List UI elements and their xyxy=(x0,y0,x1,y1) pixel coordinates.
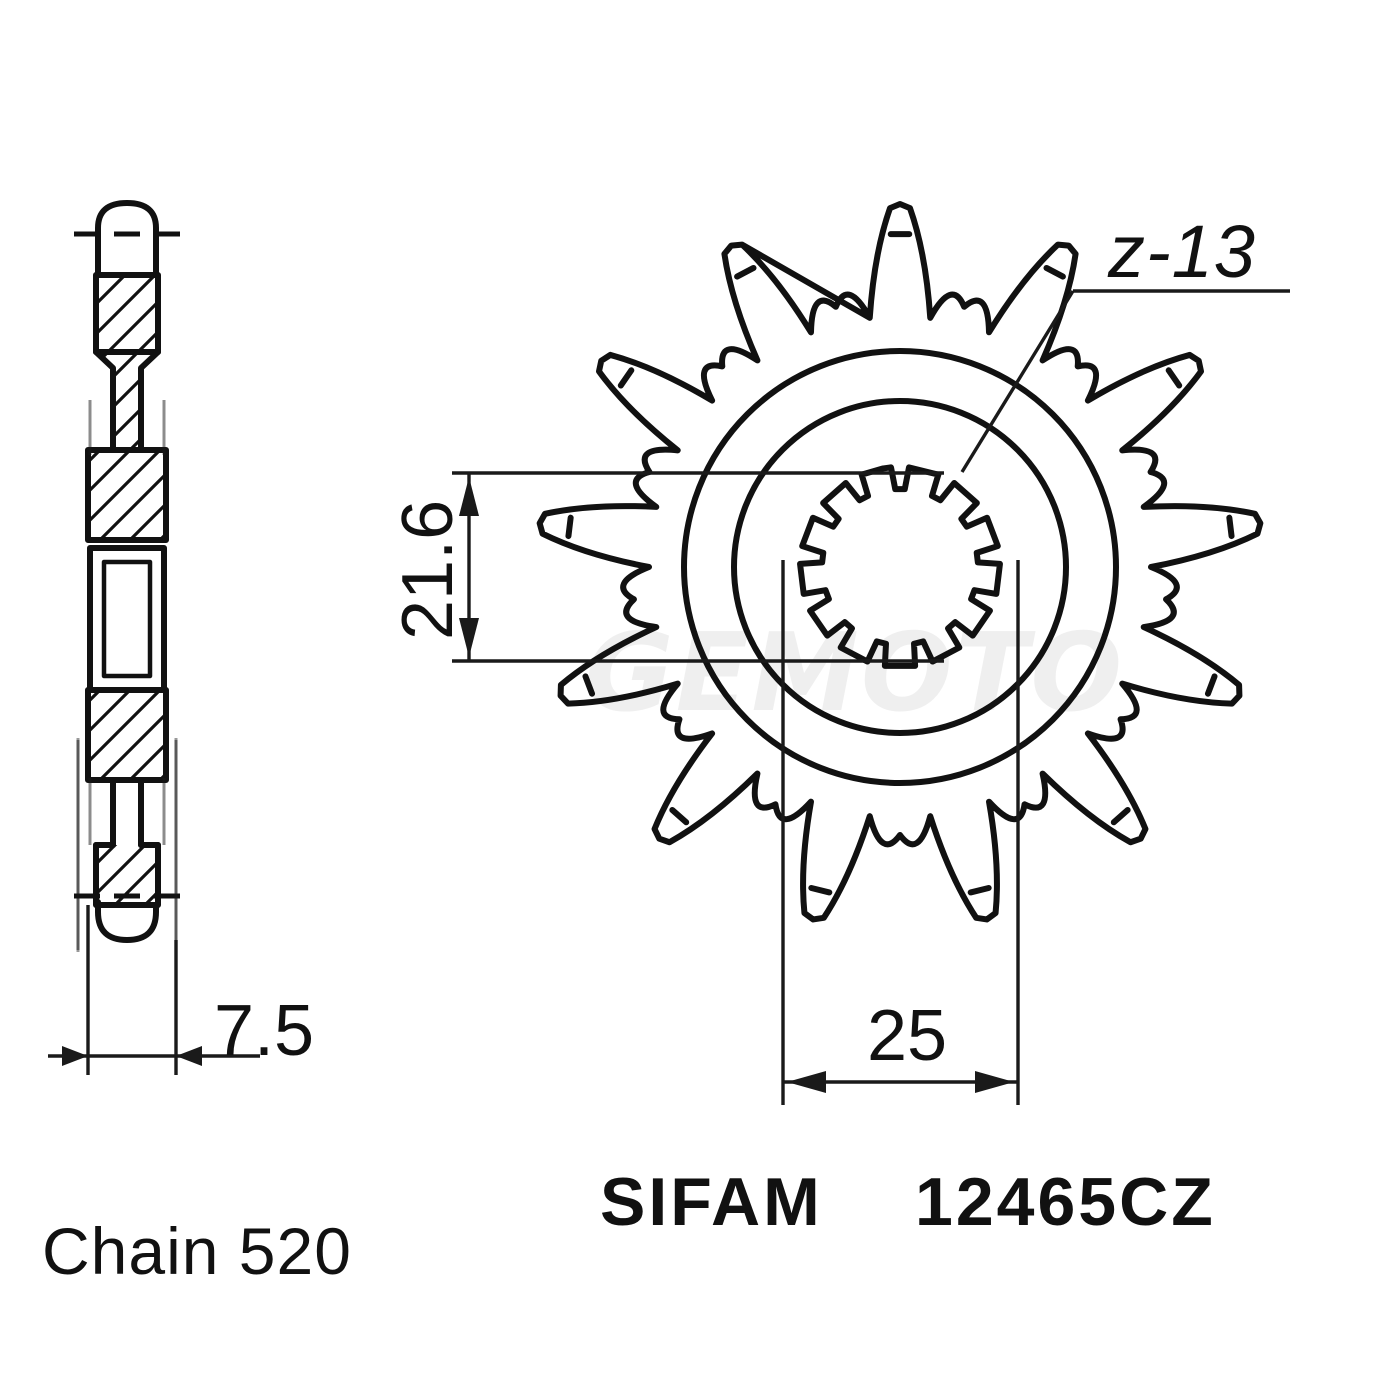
side-section-view xyxy=(74,200,182,952)
label-brand: SIFAM xyxy=(600,1164,823,1240)
leader-tooth-count xyxy=(960,289,1290,473)
dimension-thickness xyxy=(48,905,260,1075)
label-chain: Chain 520 xyxy=(42,1214,352,1288)
label-bore-width: 25 xyxy=(867,996,948,1076)
label-part-number: 12465CZ xyxy=(915,1164,1216,1240)
dimension-pitch-diameter xyxy=(452,471,944,663)
watermark-text: GEMOTO xyxy=(585,611,1124,736)
label-tooth-count: z-13 xyxy=(1108,210,1256,293)
sprocket-front-view xyxy=(536,201,1264,923)
label-thickness: 7.5 xyxy=(214,991,315,1071)
label-pitch-diameter: 21.6 xyxy=(388,499,468,640)
spline-bore xyxy=(797,464,1003,669)
dimension-bore-width xyxy=(781,560,1020,1105)
hub-inner-circle xyxy=(731,398,1069,736)
hub-outer-circle xyxy=(681,348,1119,786)
